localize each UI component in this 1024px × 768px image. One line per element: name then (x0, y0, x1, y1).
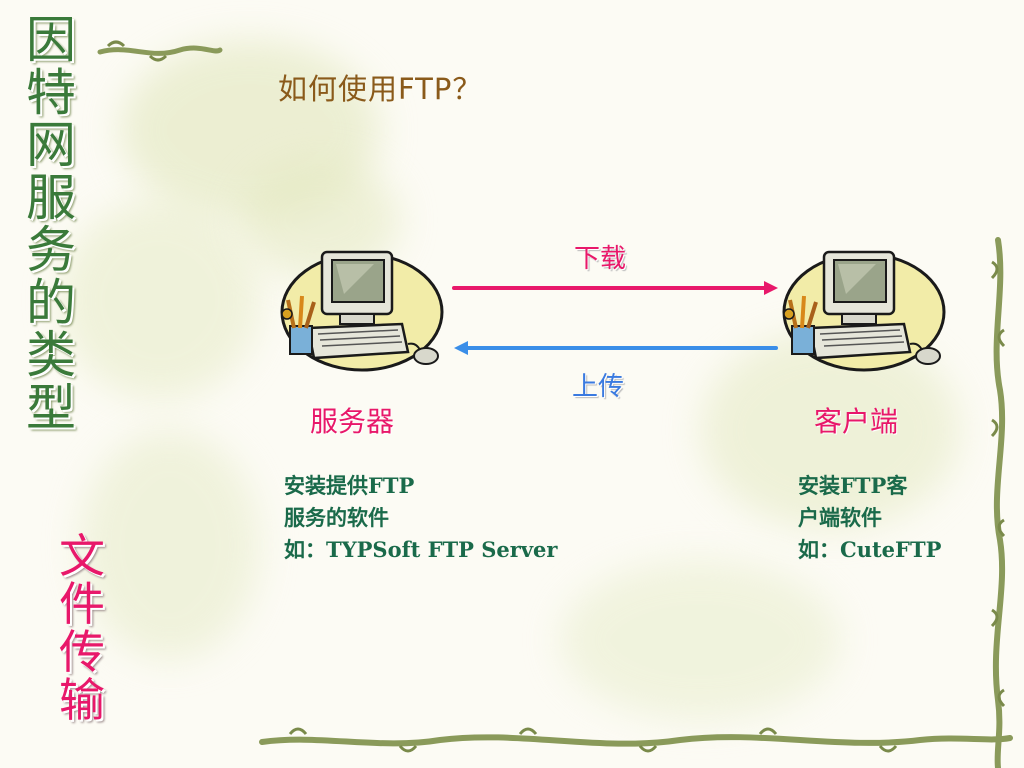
server-label: 服务器 (310, 405, 395, 438)
transfer-arrows (452, 281, 778, 355)
sidebar-title: 因特网服务的类型 (26, 11, 76, 437)
client-desc-line: 如：CuteFTP (798, 537, 942, 562)
server-computer-icon (280, 250, 444, 372)
upload-arrow (454, 341, 778, 355)
download-arrow (452, 281, 778, 295)
sidebar-subtitle: 文件传输 (59, 529, 105, 727)
download-label: 下载 (574, 244, 627, 274)
background-leaf-blob (60, 200, 260, 400)
slide-title: 如何使用FTP？ (278, 72, 483, 106)
upload-label: 上传 (572, 372, 625, 402)
server-desc-line: 如：TYPSoft FTP Server (284, 537, 558, 562)
client-desc-line: 户端软件 (798, 505, 882, 530)
background-leaf-blob (80, 430, 260, 660)
client-label: 客户端 (814, 405, 899, 438)
client-description: 安装FTP客 户端软件 如：CuteFTP (798, 470, 941, 566)
server-desc-line: 安装提供FTP (284, 473, 415, 498)
server-desc-line: 服务的软件 (284, 505, 389, 530)
background-leaf-blob (560, 560, 840, 720)
client-desc-line: 安装FTP客 (798, 473, 908, 498)
client-computer-icon (782, 250, 946, 372)
server-description: 安装提供FTP 服务的软件 如：TYPSoft FTP Server (284, 470, 557, 566)
